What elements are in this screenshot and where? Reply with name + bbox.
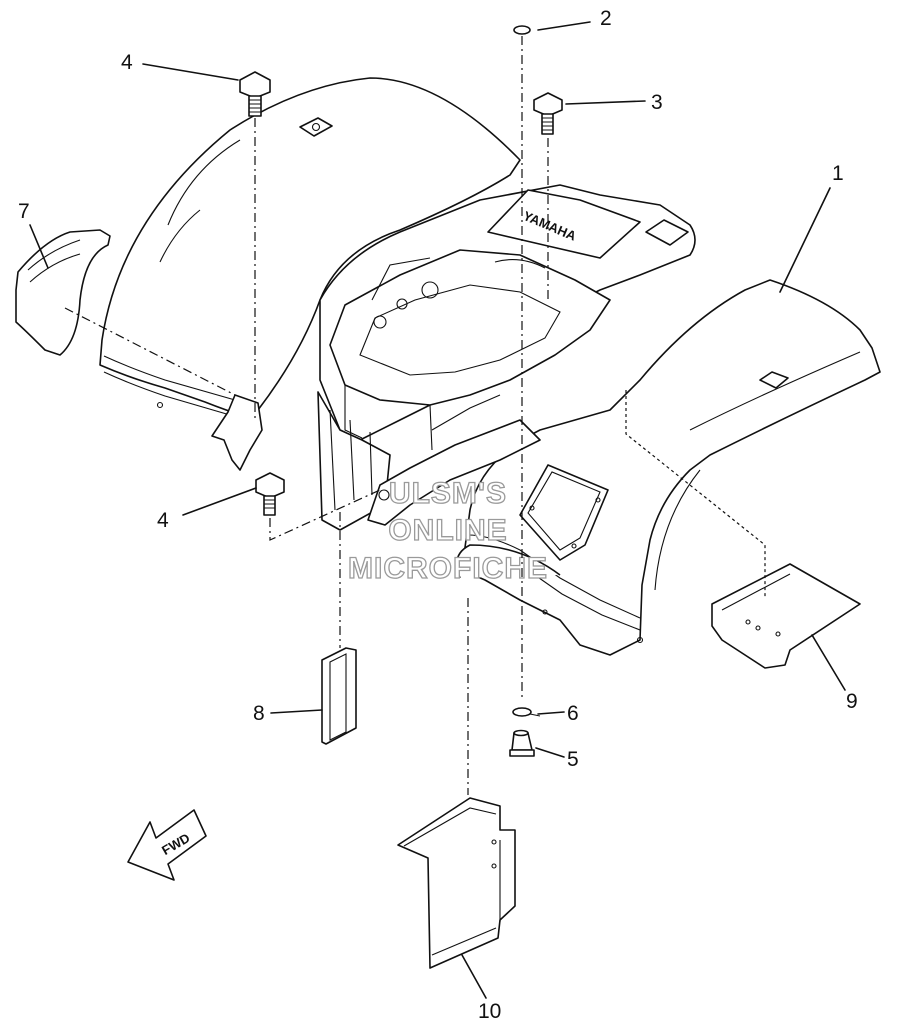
callout-7: 7 bbox=[18, 200, 30, 223]
part-4-bolt-top bbox=[239, 71, 271, 117]
callout-8: 8 bbox=[253, 702, 265, 725]
watermark-line-3: MICROFICHE bbox=[348, 552, 548, 585]
part-4-bolt-bottom bbox=[255, 472, 285, 516]
callout-4-top: 4 bbox=[121, 51, 133, 74]
callout-numbers: 1 2 3 4 4 5 6 7 8 9 10 bbox=[18, 7, 858, 1023]
fwd-arrow-icon: FWD bbox=[127, 809, 207, 881]
part-5-grommet bbox=[509, 729, 535, 757]
watermark-line-2: ONLINE bbox=[388, 514, 507, 547]
part-8-stay bbox=[321, 647, 357, 745]
leader-lines bbox=[29, 21, 846, 999]
part-3-bolt bbox=[533, 92, 563, 135]
callout-6: 6 bbox=[567, 702, 579, 725]
part-7-flap bbox=[15, 229, 111, 356]
callout-9: 9 bbox=[846, 690, 858, 713]
callout-1: 1 bbox=[832, 162, 844, 185]
part-6-clip bbox=[512, 707, 541, 717]
part-10-flap bbox=[397, 797, 516, 969]
part-2-cap bbox=[513, 25, 531, 35]
watermark: ULSM'S ONLINE MICROFICHE bbox=[347, 476, 548, 585]
callout-2: 2 bbox=[600, 7, 612, 30]
callout-3: 3 bbox=[651, 91, 663, 114]
callout-10: 10 bbox=[478, 1000, 501, 1023]
part-9-guard bbox=[711, 563, 861, 669]
callout-5: 5 bbox=[567, 748, 579, 771]
callout-4-bottom: 4 bbox=[157, 509, 169, 532]
watermark-line-1: ULSM'S bbox=[389, 477, 507, 510]
rear-fender: YAMAHA bbox=[99, 77, 881, 656]
